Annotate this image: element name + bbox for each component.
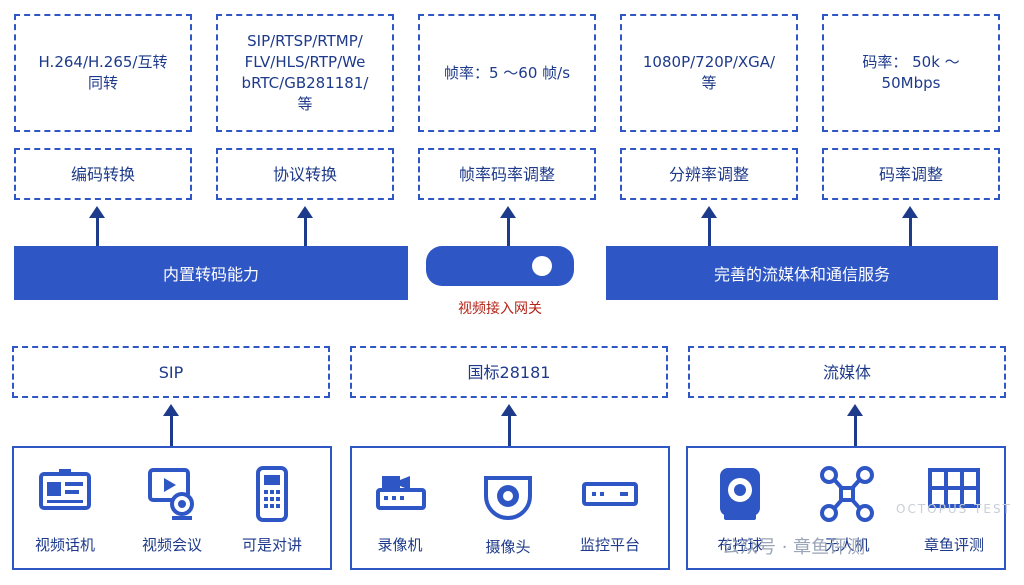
device-label: 视频会议 xyxy=(141,536,202,554)
video-conference-icon xyxy=(148,468,194,520)
streaming-service-bar: 完善的流媒体和通信服务 xyxy=(606,246,998,300)
gateway-label: 视频接入网关 xyxy=(458,301,542,317)
ptz-ball-icon xyxy=(720,468,760,520)
intercom-icon xyxy=(256,466,288,522)
device-camera: 摄像头 xyxy=(458,468,558,557)
device-video-phone: 视频话机 xyxy=(15,466,115,555)
grid-icon xyxy=(928,468,980,508)
builtin-transcode-bar: 内置转码能力 xyxy=(14,246,408,300)
feature-detail-resolution: 1080P/720P/XGA/ 等 xyxy=(620,14,798,132)
feature-label-protocol: 协议转换 xyxy=(216,148,394,200)
device-grid: 章鱼评测 xyxy=(904,466,1004,555)
protocol-gb28181: 国标28181 xyxy=(350,346,668,398)
device-label: 录像机 xyxy=(377,536,423,554)
recorder-icon xyxy=(376,476,426,510)
device-monitor-platform: 监控平台 xyxy=(560,466,660,555)
device-recorder: 录像机 xyxy=(350,466,450,555)
feature-label-resolution: 分辨率调整 xyxy=(620,148,798,200)
device-label: 无人机 xyxy=(824,536,870,554)
device-label: 监控平台 xyxy=(579,536,640,554)
feature-detail-encoding: H.264/H.265/互转 同转 xyxy=(14,14,192,132)
device-label: 可是对讲 xyxy=(241,536,302,554)
device-drone: 无人机 xyxy=(797,466,897,555)
feature-label-framerate: 帧率码率调整 xyxy=(418,148,596,200)
protocol-sip: SIP xyxy=(12,346,330,398)
watermark-text: 公众号 · 章鱼评测 xyxy=(722,537,866,558)
device-label: 视频话机 xyxy=(34,536,95,554)
device-ptz-ball: 布控球 xyxy=(690,466,790,555)
protocol-streaming: 流媒体 xyxy=(688,346,1006,398)
device-intercom: 可是对讲 xyxy=(222,466,322,555)
device-label: 摄像头 xyxy=(485,538,531,556)
feature-label-encoding: 编码转换 xyxy=(14,148,192,200)
device-video-conference: 视频会议 xyxy=(122,466,222,555)
device-label: 章鱼评测 xyxy=(923,536,984,554)
feature-detail-bitrate: 码率： 50k ～ 50Mbps xyxy=(822,14,1000,132)
drone-icon xyxy=(820,466,874,522)
feature-label-bitrate: 码率调整 xyxy=(822,148,1000,200)
dome-camera-icon xyxy=(484,476,532,520)
feature-detail-framerate: 帧率：5 ～60 帧/s xyxy=(418,14,596,132)
gateway-indicator-icon xyxy=(532,256,552,276)
watermark-brand-top: OCTOPUS TEST xyxy=(896,502,1012,516)
video-phone-icon xyxy=(39,469,91,510)
monitor-platform-icon xyxy=(582,482,638,506)
gateway-device xyxy=(426,246,574,286)
feature-detail-protocol: SIP/RTSP/RTMP/ FLV/HLS/RTP/We bRTC/GB281… xyxy=(216,14,394,132)
device-label: 布控球 xyxy=(717,536,763,554)
